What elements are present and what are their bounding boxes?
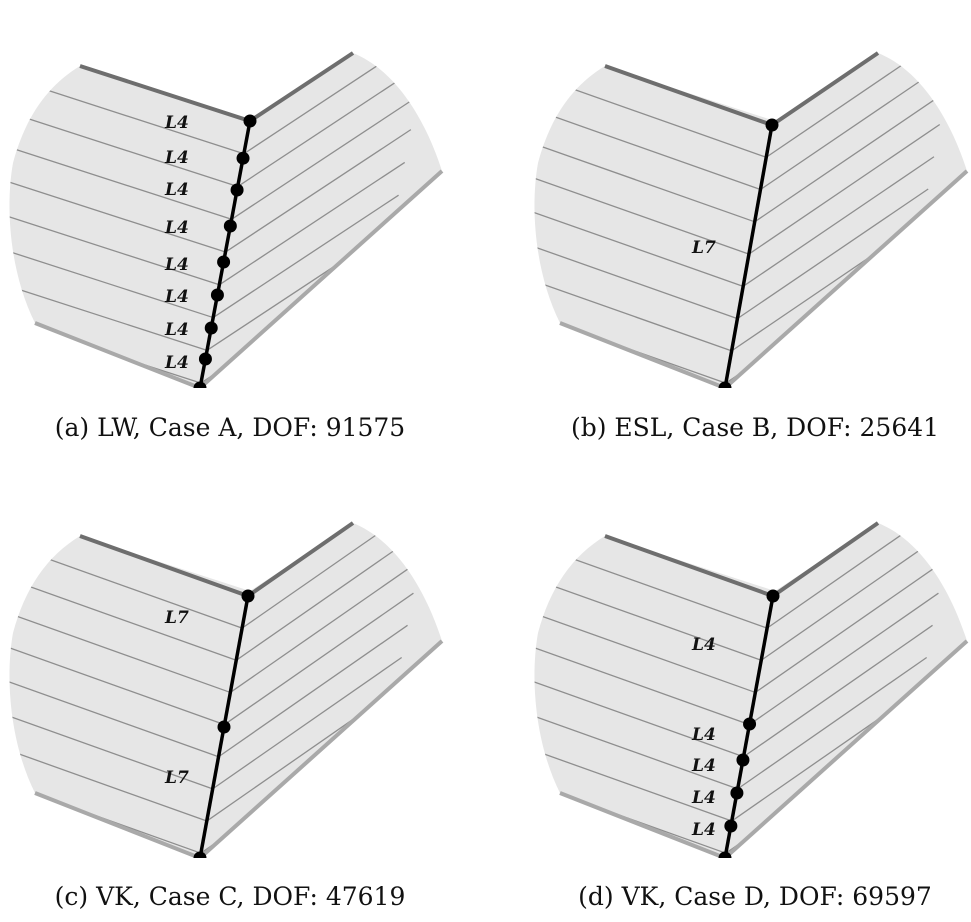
node-dot [718,381,732,388]
thickness-line [198,120,252,388]
node-dot [765,118,779,132]
segment-label: L4 [691,788,716,808]
node-dot [217,255,231,269]
segment-label: L4 [691,725,716,745]
caption-a: (a) LW, Case A, DOF: 91575 [54,413,406,442]
segment-label: L7 [164,608,189,628]
caption-d: (d) VK, Case D, DOF: 69597 [578,882,932,911]
bottom-edge [34,169,444,388]
node-dot [236,151,250,165]
bottom-edge [559,169,969,388]
thickness-line [723,124,774,388]
bottom-edge [559,639,969,858]
node-dot [193,851,207,858]
panel-b-diagram: L7 [534,51,969,388]
node-dot [718,851,732,858]
shell-surface [9,53,442,388]
bottom-edge [34,639,444,858]
segment-label: L4 [164,255,189,275]
segment-label: L7 [691,238,716,258]
node-dot [223,219,237,233]
node-dot [230,183,244,197]
segment-label: L4 [164,353,189,373]
node-dot [198,352,212,366]
segment-label: L4 [691,756,716,776]
caption-b: (b) ESL, Case B, DOF: 25641 [570,413,940,442]
node-dot [241,589,255,603]
node-dot [730,786,744,800]
node-dot [766,589,780,603]
panel-b: L7 [530,8,971,388]
node-dot [724,819,738,833]
node-dot [193,381,207,388]
segment-label: L4 [164,287,189,307]
segment-label: L4 [164,113,189,133]
segment-label: L4 [164,180,189,200]
segment-label: L4 [164,320,189,340]
segment-label: L4 [164,218,189,238]
layer-lines [9,523,432,854]
layer-lines [9,53,430,384]
segment-label: L4 [164,148,189,168]
node-dot [736,753,750,767]
segment-label: L4 [691,635,716,655]
node-dot [204,321,218,335]
node-dot [217,720,231,734]
node-dot [243,114,257,128]
node-dot [743,717,757,731]
caption-c: (c) VK, Case C, DOF: 47619 [54,882,406,911]
segment-label: L4 [691,820,716,840]
node-dot [210,288,224,302]
segment-label: L7 [164,768,189,788]
